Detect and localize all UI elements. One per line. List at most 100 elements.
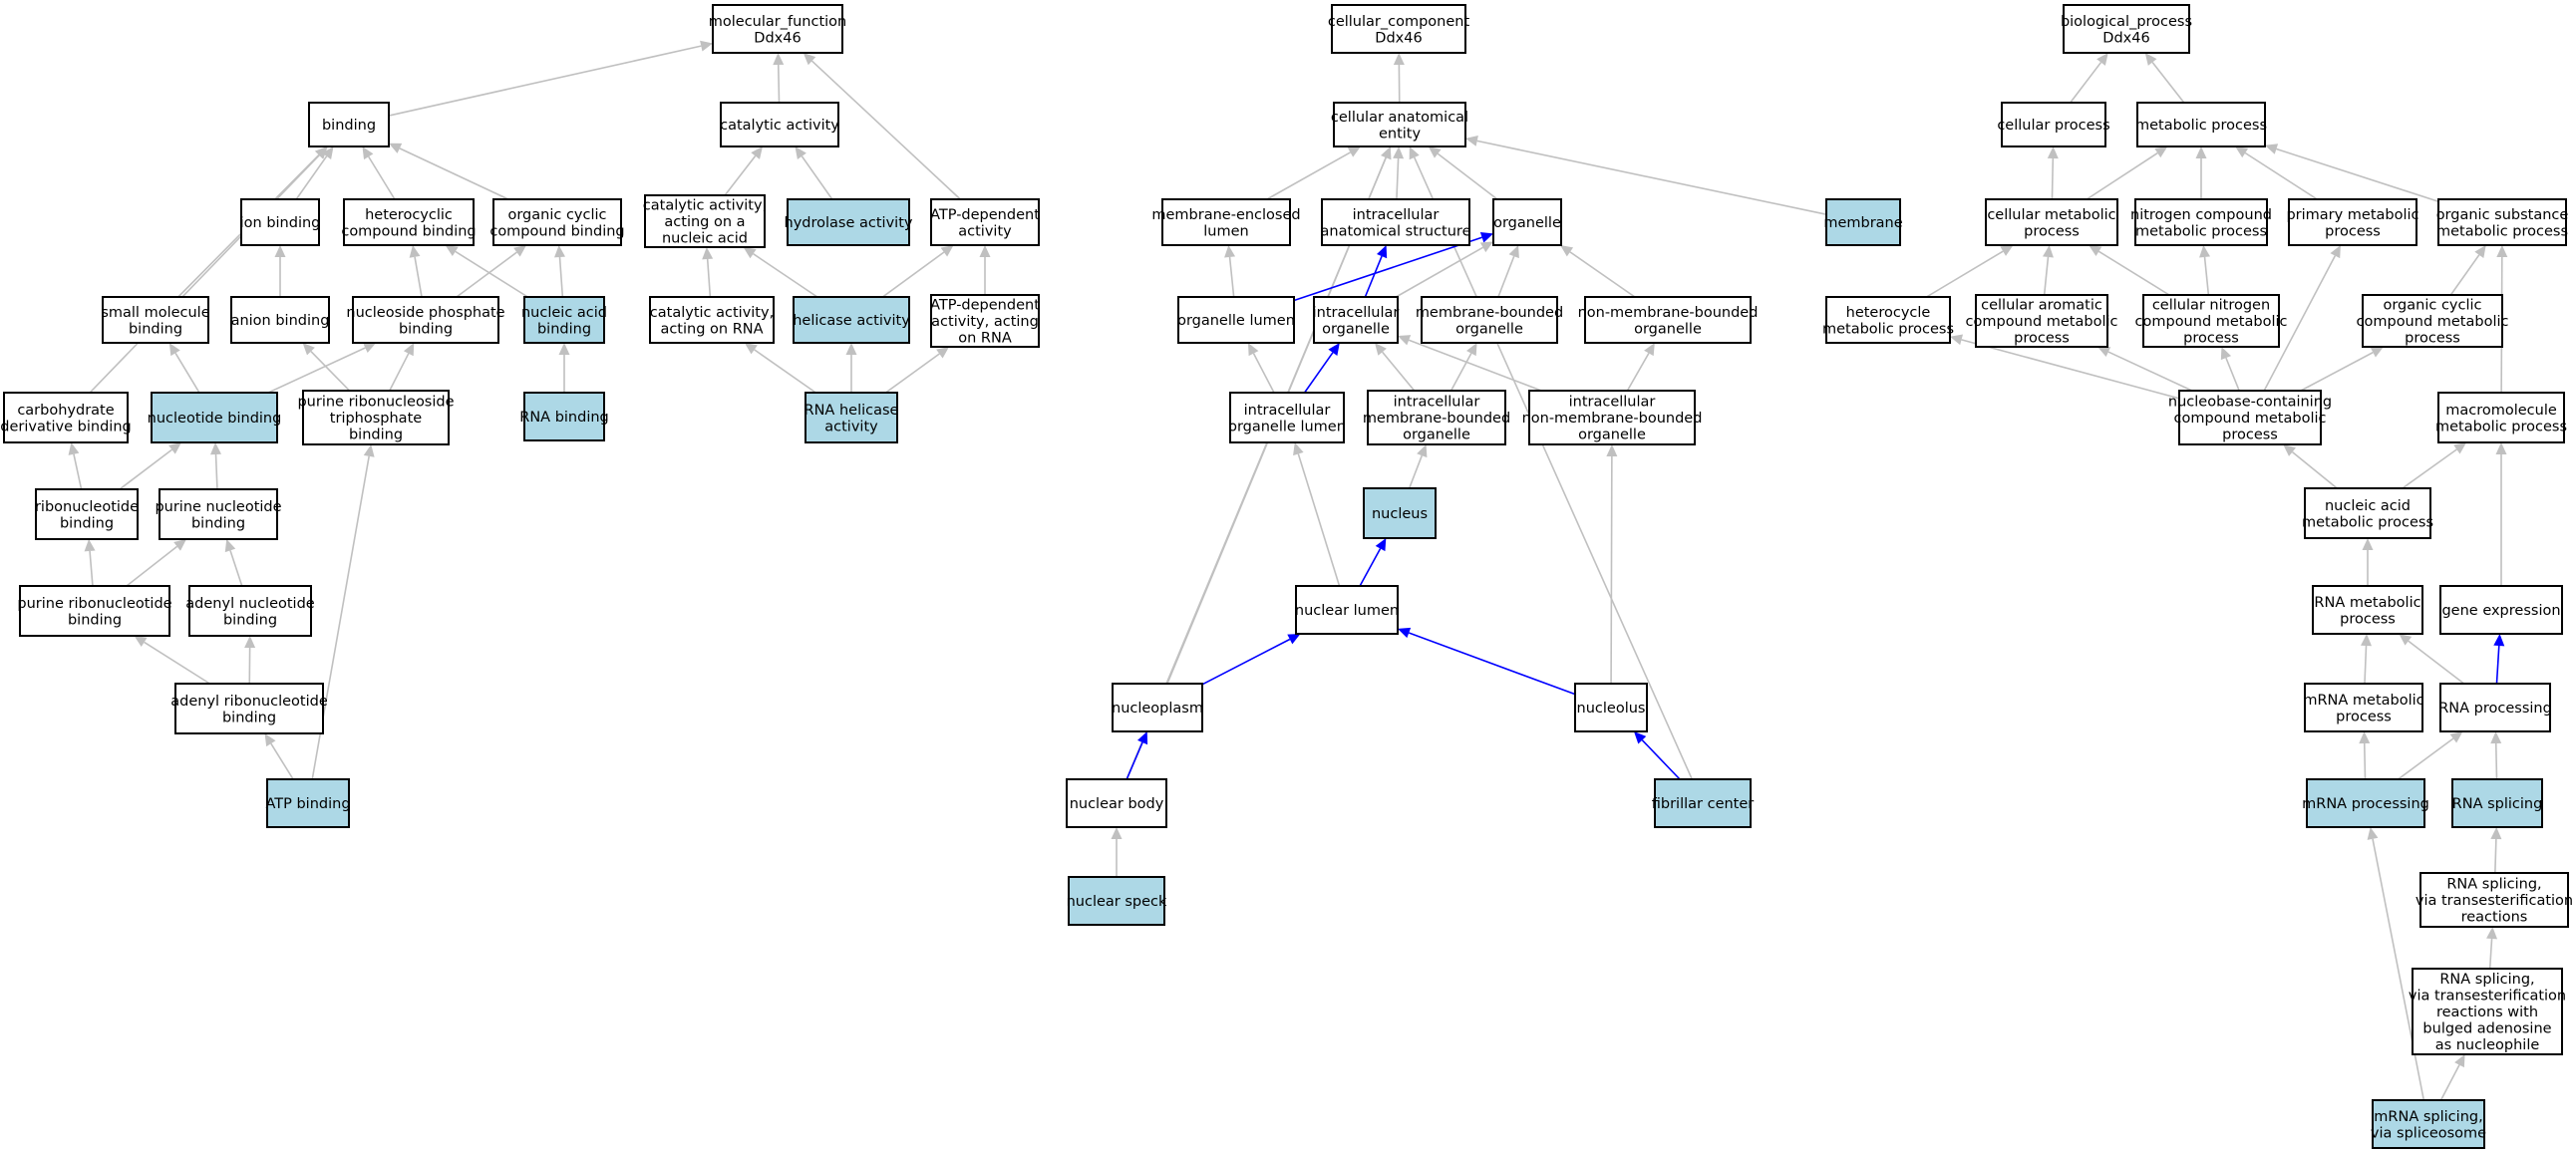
- edge-line: [2300, 351, 2374, 392]
- node-rna-processing[interactable]: RNA processing: [2438, 683, 2552, 732]
- node-hydrolase[interactable]: hydrolase activity: [785, 198, 913, 246]
- node-label-line: metabolic process: [2135, 118, 2267, 134]
- node-box: [649, 296, 775, 344]
- node-label-line: nuclear lumen: [1295, 603, 1399, 619]
- node-metabolic-process[interactable]: metabolic process: [2135, 102, 2267, 147]
- node-nuclear-lumen[interactable]: nuclear lumen: [1295, 585, 1399, 635]
- edge-line: [389, 353, 410, 392]
- node-label-line: compound metabolic: [1966, 314, 2118, 330]
- node-anion-binding[interactable]: anion binding: [230, 296, 330, 344]
- node-mrna-splicing[interactable]: mRNA splicing,via spliceosome: [2371, 1099, 2486, 1149]
- node-gene-expression[interactable]: gene expression: [2439, 585, 2563, 635]
- node-box: [230, 296, 330, 344]
- edge-cellular-aromatic-to-cellular-metabolic: [2042, 245, 2054, 296]
- node-nucleolus[interactable]: nucleolus: [1574, 683, 1648, 732]
- edge-nuclear-body-to-cae: [1126, 146, 1392, 780]
- node-box: [174, 683, 324, 734]
- node-label-line: intracellular: [1394, 395, 1480, 411]
- node-cat-rna[interactable]: catalytic activity,acting on RNA: [649, 296, 775, 344]
- node-ic-non-membrane-bounded[interactable]: intracellularnon-membrane-boundedorganel…: [1522, 390, 1703, 445]
- node-label-line: RNA splicing,: [2439, 972, 2534, 988]
- node-cellular-process[interactable]: cellular process: [1997, 102, 2110, 147]
- node-helicase[interactable]: helicase activity: [793, 296, 910, 344]
- node-box: [2312, 585, 2423, 635]
- node-nucleus[interactable]: nucleus: [1363, 487, 1437, 539]
- node-box: [352, 296, 499, 344]
- node-label-line: metabolic process: [1822, 321, 1954, 337]
- node-label-line: compound metabolic: [2135, 314, 2288, 330]
- edge-arrowhead: [2474, 245, 2486, 258]
- node-organelle[interactable]: organelle: [1492, 198, 1562, 246]
- node-nuclear-body[interactable]: nuclear body: [1066, 778, 1167, 828]
- edge-nucleic-acid-mp-to-nucleobase: [2283, 444, 2338, 489]
- node-mrna-processing[interactable]: mRNA processing: [2302, 778, 2429, 828]
- node-atp-binding[interactable]: ATP binding: [265, 778, 351, 828]
- edge-arrowhead: [2235, 146, 2249, 158]
- node-fibrillar-center[interactable]: fibrillar center: [1652, 778, 1755, 828]
- node-membrane[interactable]: membrane: [1823, 198, 1903, 246]
- node-nucleotide-binding[interactable]: nucleotide binding: [148, 392, 282, 443]
- node-rna-splicing[interactable]: RNA splicing: [2451, 778, 2543, 828]
- node-nuclear-speck[interactable]: nuclear speck: [1067, 876, 1167, 926]
- node-rna-splicing-trans[interactable]: RNA splicing,via transesterificationreac…: [2415, 872, 2573, 928]
- node-binding[interactable]: binding: [308, 102, 390, 147]
- node-label-line: activity, acting: [931, 314, 1039, 330]
- edge-nucleoside-phosphate-to-organic-cyclic-binding: [456, 245, 527, 298]
- edge-atp-binding-to-adenyl-ribonucleotide: [264, 733, 294, 780]
- node-rna-binding[interactable]: RNA binding: [519, 392, 609, 441]
- node-nucleoplasm[interactable]: nucleoplasm: [1112, 683, 1203, 732]
- node-box: [1975, 294, 2108, 348]
- node-organelle-lumen[interactable]: organelle lumen: [1177, 296, 1295, 344]
- node-label-line: organelle: [1634, 321, 1702, 337]
- node-rna-splicing-bulged[interactable]: RNA splicing,via transesterificationreac…: [2409, 968, 2566, 1055]
- edge-line: [310, 351, 351, 392]
- node-box: [1177, 296, 1295, 344]
- edge-purine-ribonucleotide-to-ribonucleotide: [84, 539, 96, 587]
- edge-arrowhead: [1393, 146, 1405, 159]
- node-label-line: nucleoside phosphate: [346, 305, 504, 321]
- edge-nucleus-to-ic-membrane-bounded: [1408, 444, 1428, 489]
- node-ion-binding[interactable]: ion binding: [240, 198, 321, 246]
- node-catalytic[interactable]: catalytic activity: [720, 102, 839, 147]
